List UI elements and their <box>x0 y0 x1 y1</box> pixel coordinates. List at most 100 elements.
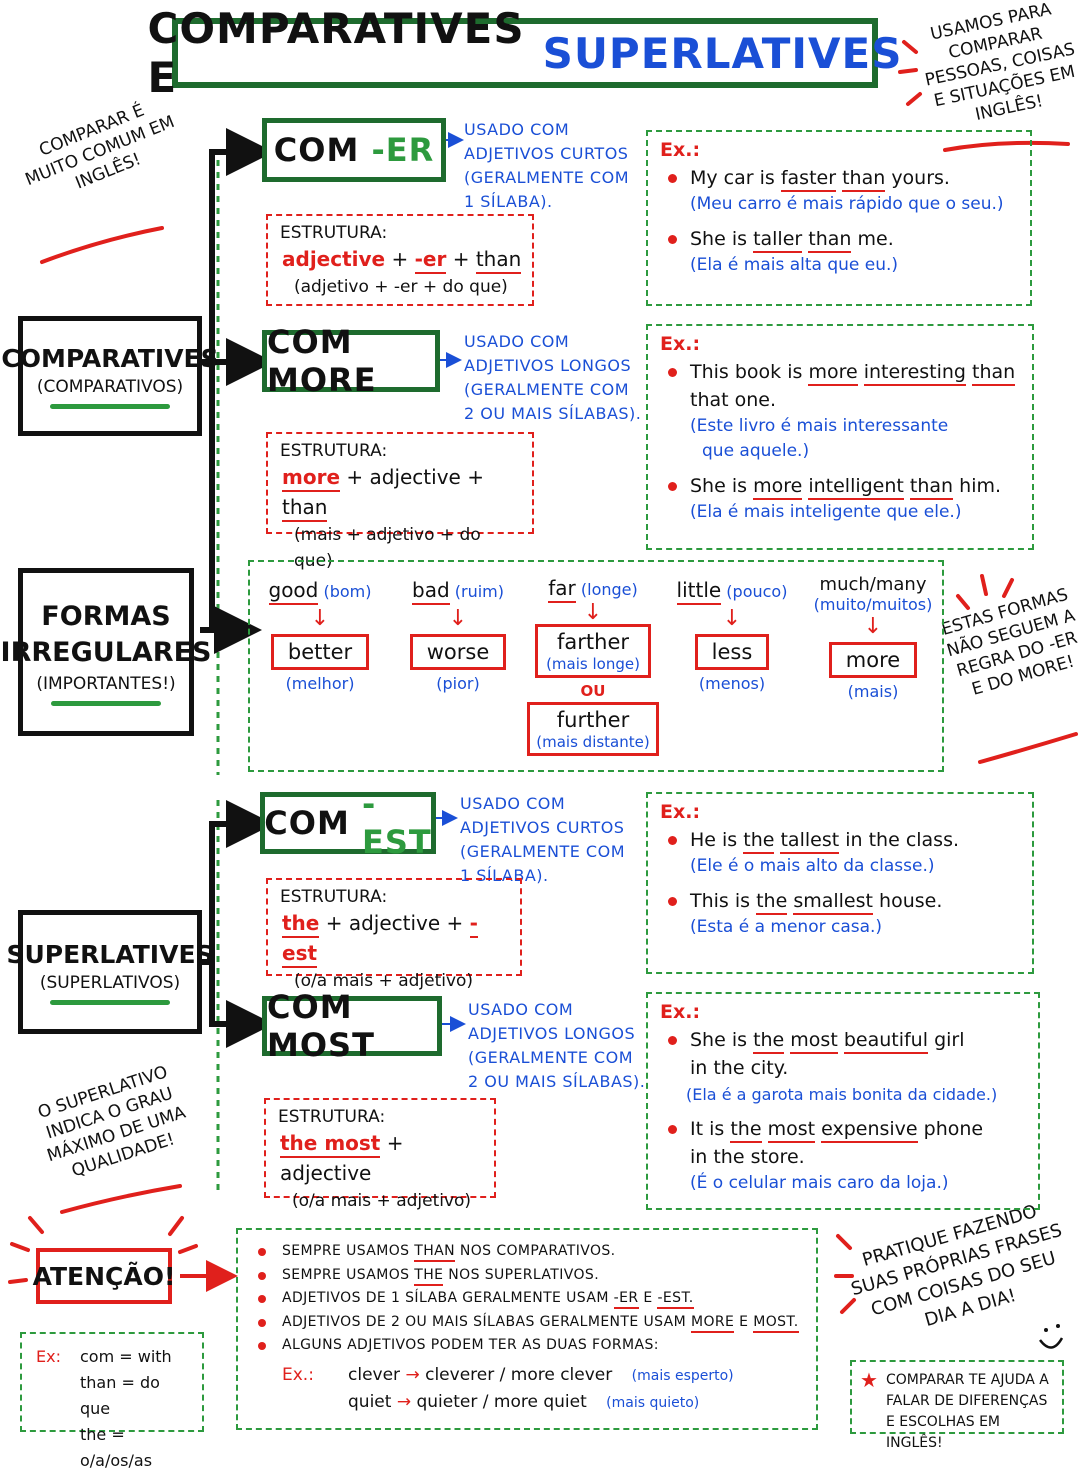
sentence-highlight: than <box>842 167 886 192</box>
sentence-highlight: more <box>808 361 858 386</box>
irregular-little: little (pouco) ↓ less (menos) <box>670 578 794 693</box>
base-word: good <box>268 578 319 605</box>
sentence-part: She is <box>690 1029 748 1051</box>
result-box: farther (mais longe) <box>535 624 651 678</box>
sentence-part: It is <box>690 1118 725 1140</box>
green-underline <box>50 999 170 1005</box>
superlatives-box: SUPERLATIVES (SUPERLATIVOS) <box>6 910 214 1034</box>
sentence-highlight: tallest <box>780 829 840 854</box>
irregular-far: far (longe) ↓ farther (mais longe) OU fu… <box>526 576 660 756</box>
sentence-highlight: interesting <box>863 361 966 386</box>
com-most-usage: USADO COM ADJETIVOS LONGOS (GERALMENTE C… <box>468 998 646 1094</box>
sentence-part: me. <box>857 228 894 250</box>
row-highlight: MOST. <box>753 1313 799 1333</box>
result-word: better <box>270 634 370 670</box>
com-er-usage: USADO COM ADJETIVOS CURTOS (GERALMENTE C… <box>464 118 644 214</box>
example-sentence: He is the tallest in the class. <box>660 826 1020 854</box>
irregular-good: good (bom) ↓ better (melhor) <box>258 578 382 693</box>
row-text: SEMPRE USAMOS <box>282 1266 410 1283</box>
attention-example-row: Ex.: clever → cleverer / more clever (ma… <box>252 1362 804 1389</box>
example-translation: (Ele é o mais alto da classe.) <box>690 856 935 876</box>
formula-part: than <box>282 495 328 522</box>
result-translation: (mais longe) <box>546 655 640 673</box>
structure-formula: more + adjective + than <box>280 462 522 522</box>
sentence-part: in the store. <box>690 1146 805 1168</box>
formula-part: + <box>391 247 409 271</box>
superlatives-title: SUPERLATIVES <box>6 939 214 969</box>
usage-line: (GERALMENTE COM <box>464 168 629 187</box>
com-most-structure: ESTRUTURA: the most + adjective (o/a mai… <box>264 1098 496 1211</box>
row-text: E <box>739 1313 749 1330</box>
or-label: OU <box>580 682 606 700</box>
alt-result-box: further (mais distante) <box>527 702 659 756</box>
example-sentence: This book is more interesting than that … <box>660 358 1020 414</box>
structure-formula: the most + adjective <box>278 1128 484 1188</box>
sentence-part: yours. <box>891 167 950 189</box>
example-translation: (Ela é mais inteligente que ele.) <box>690 502 962 522</box>
tip-box: ★ COMPARAR TE AJUDA A FALAR DE DIFERENÇA… <box>850 1360 1064 1451</box>
comparatives-box: COMPARATIVES (COMPARATIVOS) <box>1 316 219 436</box>
result-translation: (mais) <box>847 682 899 701</box>
com-most-examples: Ex.: She is the most beautiful girl in t… <box>646 992 1040 1210</box>
row-text: E <box>643 1290 653 1306</box>
page-title: COMPARATIVES E SUPERLATIVES <box>148 4 902 102</box>
list-item: SEMPRE USAMOS THAN NOS COMPARATIVOS. <box>252 1240 804 1264</box>
example-translation: que aquele.) <box>702 441 810 461</box>
base-translation: (pouco) <box>726 582 788 601</box>
title-part2: SUPERLATIVES <box>542 28 903 78</box>
irregular-box-label: FORMAS IRREGULARES (IMPORTANTES!) <box>1 568 211 736</box>
formula-part: the most <box>280 1131 381 1158</box>
result-word: farther <box>557 630 629 654</box>
list-item: ALGUNS ADJETIVOS PODEM TER AS DUAS FORMA… <box>252 1334 804 1358</box>
com-est-heading-b: -EST <box>361 785 432 861</box>
green-underline <box>50 403 170 409</box>
example-sentence: She is the most beautiful girl in the ci… <box>660 1026 1026 1082</box>
list-item: ADJETIVOS DE 2 OU MAIS SÍLABAS GERALMENT… <box>252 1311 804 1335</box>
irregular-title-2: IRREGULARES <box>0 636 212 668</box>
com-er-heading-b: -ER <box>371 131 435 169</box>
down-arrow-icon: ↓ <box>310 606 330 631</box>
usage-line: ADJETIVOS CURTOS <box>460 818 625 837</box>
formula-part: the <box>282 911 320 938</box>
usage-line: USADO COM <box>464 332 570 351</box>
com-est-heading: COM -EST <box>260 785 436 861</box>
com-er-heading: COM -ER <box>262 118 446 182</box>
com-more-examples: Ex.: This book is more interesting than … <box>646 324 1034 550</box>
formula-part: than <box>475 247 522 274</box>
formula-part: -er <box>414 247 447 274</box>
row-text: ALGUNS ADJETIVOS PODEM TER AS DUAS FORMA… <box>282 1337 659 1353</box>
usage-line: 2 OU MAIS SÍLABAS). <box>468 1072 646 1091</box>
attention-list: SEMPRE USAMOS THAN NOS COMPARATIVOS. SEM… <box>236 1228 818 1430</box>
structure-label: ESTRUTURA: <box>278 1107 386 1127</box>
alt-word: further <box>556 708 630 732</box>
ex-line: than = do que <box>80 1373 160 1418</box>
usage-line: USADO COM <box>460 794 566 813</box>
row-highlight: THAN <box>414 1243 456 1262</box>
com-most-heading: COM MOST <box>262 988 442 1064</box>
formula-part: more <box>282 465 341 492</box>
example-sentence: She is more intelligent than him. <box>660 472 1020 500</box>
structure-translation: (o/a mais + adjetivo) <box>294 971 474 991</box>
row-text: ADJETIVOS DE 1 SÍLABA GERALMENTE USAM <box>282 1290 609 1306</box>
example-word: clever <box>348 1364 401 1385</box>
right-arrow-icon: → <box>396 1391 412 1412</box>
base-translation: (bom) <box>323 582 372 601</box>
base-word: bad <box>412 578 450 605</box>
usage-line: (GERALMENTE COM <box>468 1048 633 1067</box>
base-word: little <box>676 578 722 605</box>
base-translation: (muito/muitos) <box>813 595 933 614</box>
result-translation: (melhor) <box>285 674 355 693</box>
com-est-examples: Ex.: He is the tallest in the class. (El… <box>646 792 1034 974</box>
sentence-highlight: than <box>909 475 954 500</box>
example-translation: (mais esperto) <box>631 1367 734 1384</box>
formula-part: -est <box>282 911 478 968</box>
sentence-part: He is <box>690 829 738 851</box>
example-sentence: It is the most expensive phone in the st… <box>660 1115 1026 1171</box>
example-translation: (Esta é a menor casa.) <box>690 917 883 937</box>
com-er-heading-a: COM <box>273 131 360 169</box>
row-text: SEMPRE USAMOS <box>282 1243 410 1259</box>
com-est-heading-a: COM <box>264 804 350 842</box>
sentence-highlight: most <box>767 1118 816 1143</box>
result-word: worse <box>409 634 507 670</box>
sentence-highlight: beautiful <box>843 1029 929 1054</box>
